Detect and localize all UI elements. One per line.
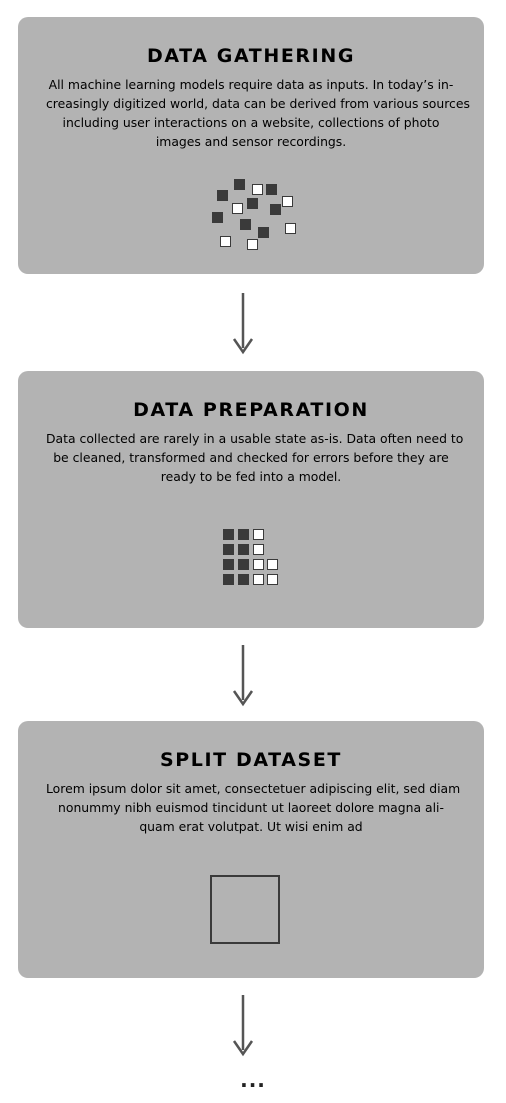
continuation-ellipsis: ... xyxy=(240,1068,266,1092)
down-arrow-icon xyxy=(232,995,254,1057)
scattered-squares-icon xyxy=(212,179,296,250)
down-arrow-icon xyxy=(232,293,254,355)
step-description: All machine learning models require data… xyxy=(46,75,470,151)
description-line: Data collected are rarely in a usable st… xyxy=(46,431,464,446)
step-card-data-gathering: DATA GATHERING All machine learning mode… xyxy=(18,17,484,274)
description-line: creasingly digitized world, data can be … xyxy=(46,96,470,111)
step-title: DATA PREPARATION xyxy=(133,399,369,421)
description-line: All machine learning models require data… xyxy=(48,77,454,92)
step-title: DATA GATHERING xyxy=(146,45,356,67)
step-card-data-preparation: DATA PREPARATION Data collected are rare… xyxy=(18,371,484,628)
down-arrow-icon xyxy=(232,645,254,707)
description-line: nonummy nibh euismod tincidunt ut laoree… xyxy=(58,800,444,815)
description-line: including user interactions on a website… xyxy=(62,115,440,130)
description-line: images and sensor recordings. xyxy=(155,134,347,149)
empty-square-icon xyxy=(210,875,280,944)
step-title: SPLIT DATASET xyxy=(160,749,342,771)
description-line: be cleaned, transformed and checked for … xyxy=(53,450,449,465)
step-description: Lorem ipsum dolor sit amet, consectetuer… xyxy=(46,779,461,836)
grid-squares-icon xyxy=(223,529,278,585)
description-line: ready to be fed into a model. xyxy=(160,469,342,484)
description-line: quam erat volutpat. Ut wisi enim ad xyxy=(139,819,363,834)
step-description: Data collected are rarely in a usable st… xyxy=(46,429,464,486)
description-line: Lorem ipsum dolor sit amet, consectetuer… xyxy=(46,781,461,796)
step-card-split-dataset: SPLIT DATASET Lorem ipsum dolor sit amet… xyxy=(18,721,484,978)
